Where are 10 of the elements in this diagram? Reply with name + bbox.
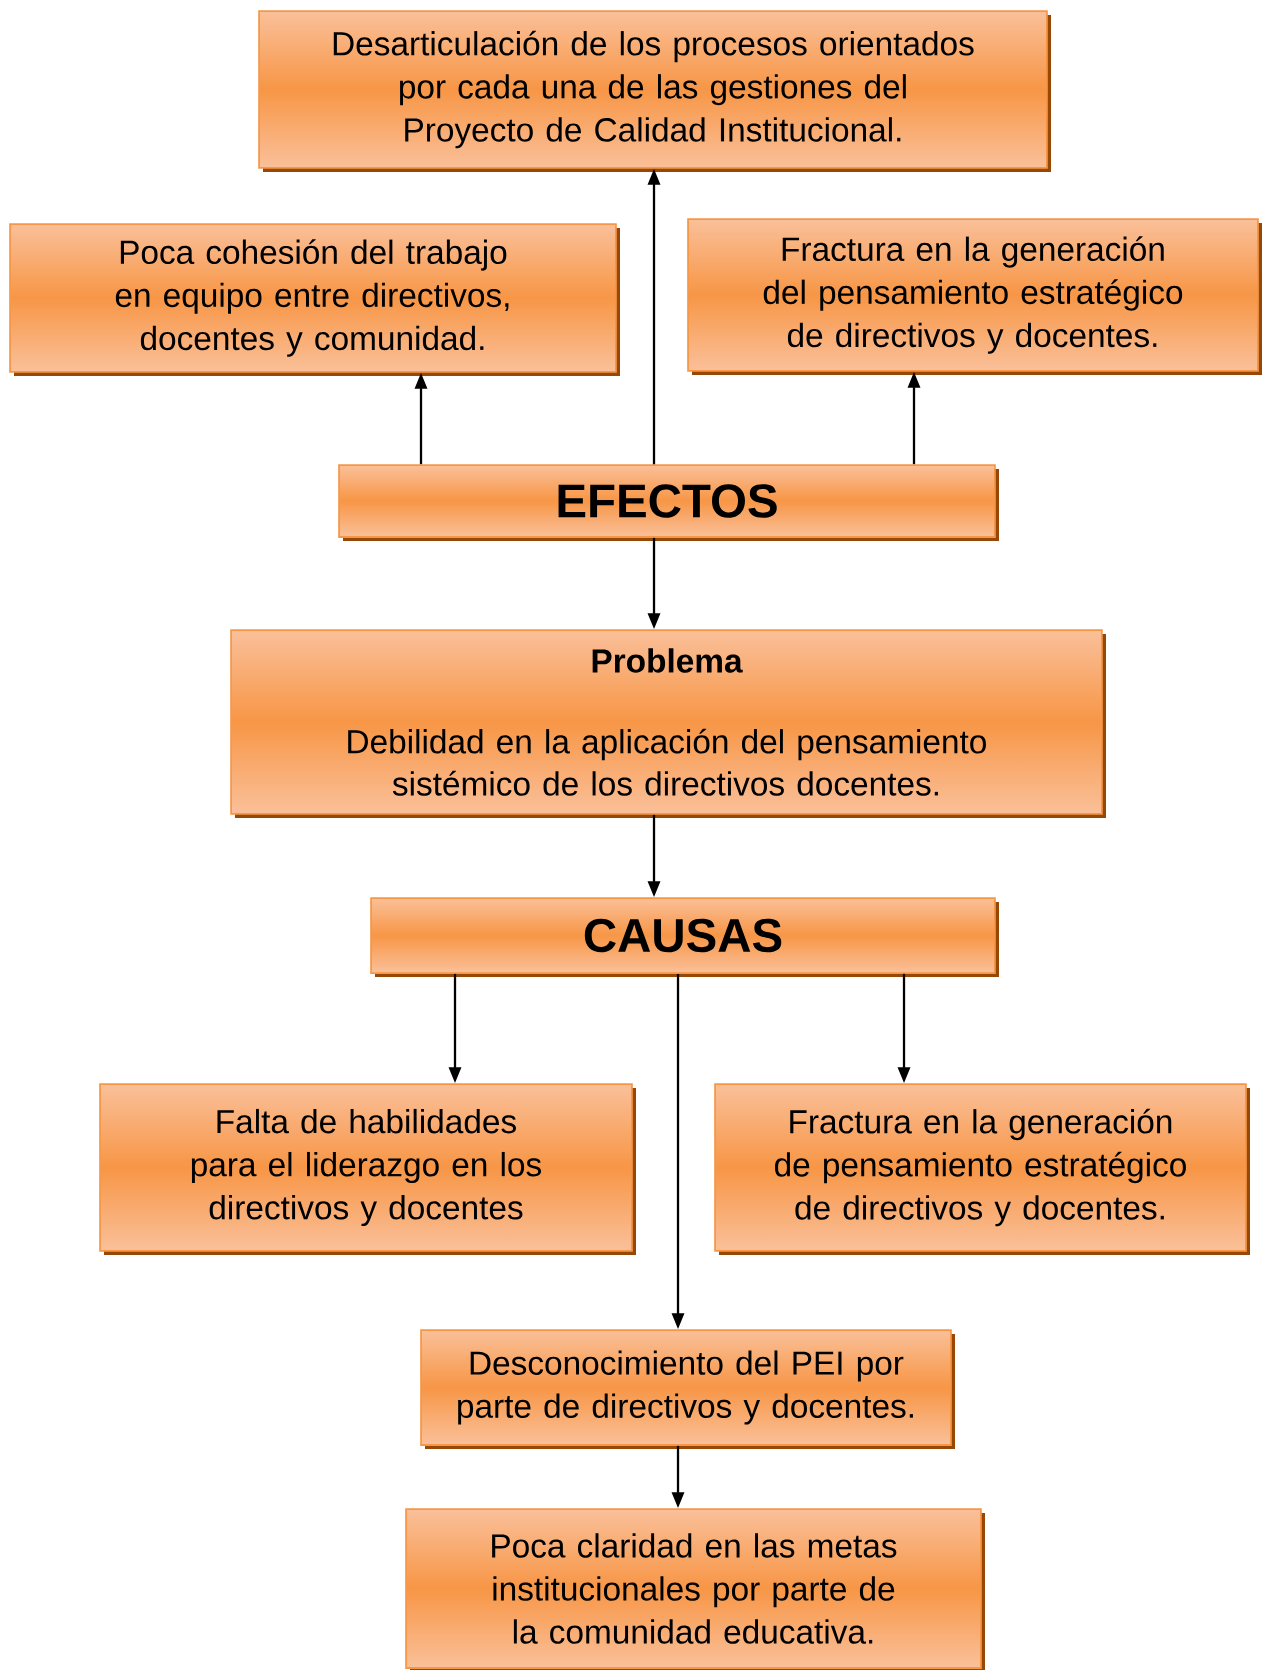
process-box: Desarticulación de los procesos orientados por cada una de las gestiones del Proyecto de Calidad Institucional. — [258, 10, 1051, 172]
process-box: Fractura en la generación de pensamiento estratégico de directivos y docentes. — [714, 1083, 1250, 1255]
process-box: Fractura en la generación del pensamiento estratégico de directivos y docentes. — [687, 218, 1262, 375]
process-box: Falta de habilidades para el liderazgo en los directivos y docentes — [99, 1083, 636, 1255]
process-box: Poca cohesión del trabajo en equipo entre directivos, docentes y comunidad. — [9, 223, 620, 376]
process-box: Poca claridad en las metas institucionales por parte de la comunidad educativa. — [405, 1508, 985, 1670]
heading-box: CAUSAS — [370, 897, 999, 977]
heading-box: EFECTOS — [338, 464, 999, 541]
process-box: Desconocimiento del PEI por parte de directivos y docentes. — [420, 1329, 955, 1449]
problem-box: Problema Debilidad en la aplicación del pensamiento sistémico de los directivos docentes. — [230, 629, 1106, 818]
